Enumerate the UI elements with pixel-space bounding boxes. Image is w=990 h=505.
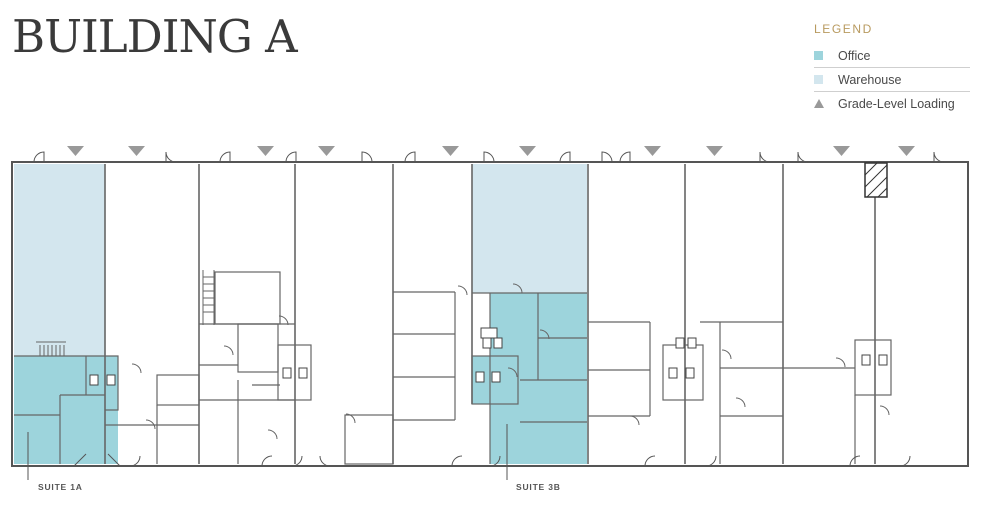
suite-1a-label: SUITE 1A	[38, 482, 83, 492]
legend-label: Grade-Level Loading	[838, 96, 955, 111]
office-area-1a	[14, 356, 118, 464]
loading-triangle-icon	[442, 146, 459, 156]
door-swings-bottom	[73, 453, 911, 467]
loading-triangle-icon	[128, 146, 145, 156]
stairs-icon	[202, 270, 215, 325]
legend-label: Warehouse	[838, 72, 902, 87]
interior-partitions	[14, 271, 892, 465]
door-swings-interior	[131, 283, 890, 440]
loading-triangle-icon	[833, 146, 850, 156]
office-swatch-icon	[814, 51, 823, 60]
office-area-3b	[472, 293, 587, 464]
loading-triangle-icon	[318, 146, 335, 156]
legend: LEGEND Office Warehouse Grade-Level Load…	[814, 22, 970, 115]
warehouse-area-3b	[472, 164, 587, 293]
loading-triangle-icon	[814, 99, 824, 108]
legend-item-loading: Grade-Level Loading	[814, 92, 970, 115]
loading-triangle-icon	[644, 146, 661, 156]
loading-triangle-icon	[706, 146, 723, 156]
suite-3b-label: SUITE 3B	[516, 482, 561, 492]
legend-item-warehouse: Warehouse	[814, 68, 970, 92]
door-swings-top	[33, 151, 945, 163]
warehouse-swatch-icon	[814, 75, 823, 84]
legend-heading: LEGEND	[814, 22, 873, 36]
hatched-column-icon	[864, 162, 888, 198]
loading-triangle-icon	[519, 146, 536, 156]
stairs-icon	[36, 341, 66, 356]
loading-door-icons	[67, 146, 915, 156]
restroom-fixtures	[89, 327, 888, 386]
page-title: BUILDING A	[12, 10, 298, 63]
demising-walls	[104, 164, 876, 464]
legend-label: Office	[838, 48, 871, 63]
loading-triangle-icon	[67, 146, 84, 156]
loading-triangle-icon	[898, 146, 915, 156]
legend-item-office: Office	[814, 44, 970, 68]
loading-triangle-icon	[257, 146, 274, 156]
warehouse-area-1a	[14, 164, 105, 356]
